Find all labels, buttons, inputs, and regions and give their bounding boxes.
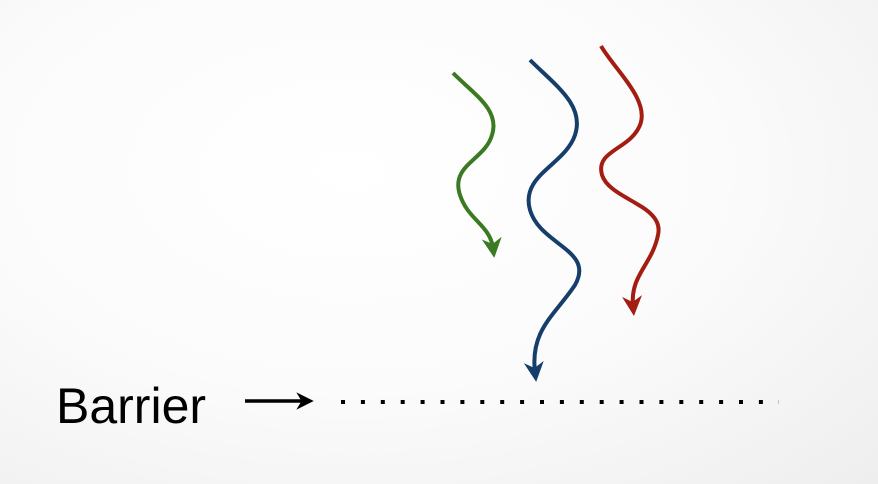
blue-wave-arrow (523, 58, 582, 382)
red-wave-arrow (599, 44, 661, 316)
barrier-label: Barrier (56, 378, 207, 434)
green-wave-arrow (451, 71, 502, 258)
